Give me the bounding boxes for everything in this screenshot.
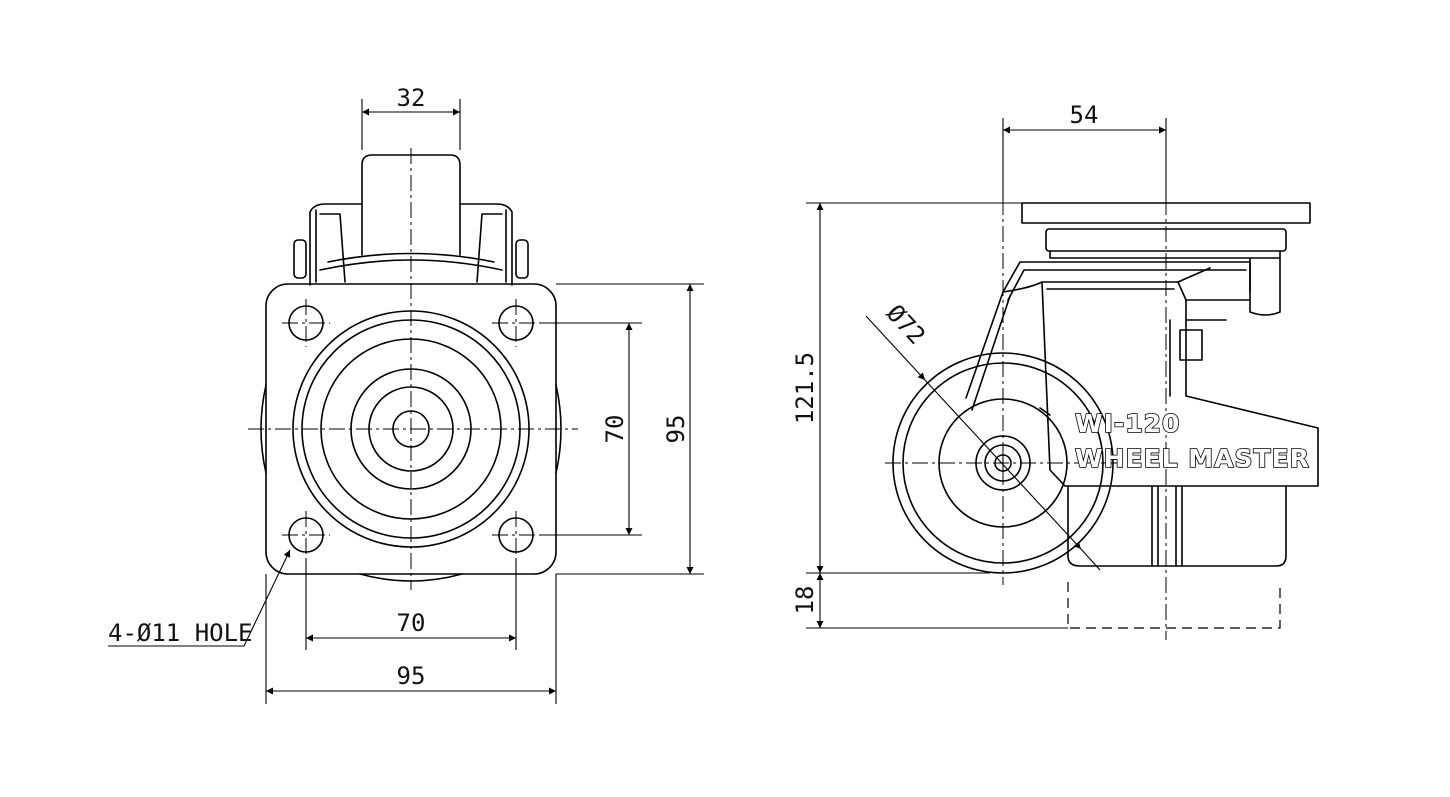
dim-bolt-spacing-horizontal: 70 [305, 559, 517, 650]
side-leveling-foot [1067, 485, 1287, 629]
dim-stem-width-label: 32 [397, 84, 426, 112]
dim-foot-height-label: 18 [791, 586, 819, 615]
dim-bolt-spacing-horizontal-label: 70 [397, 609, 426, 637]
dim-wheel-diameter: Ø72 [865, 299, 1101, 571]
dim-bolt-spacing-vertical: 70 [540, 322, 642, 536]
dim-plate-height-label: 95 [662, 415, 690, 444]
dim-top-plate-offset-label: 54 [1070, 101, 1099, 129]
side-fork-arm [965, 281, 1043, 411]
brand-label: WHEEL MASTER [1075, 444, 1310, 473]
dim-total-height: 121.5 [791, 202, 1022, 574]
dim-plate-width: 95 [265, 574, 557, 704]
dim-stem-width: 32 [361, 84, 461, 150]
dim-plate-width-label: 95 [397, 662, 426, 690]
dim-plate-height: 95 [556, 283, 704, 575]
dim-top-plate-offset: 54 [1002, 101, 1167, 200]
model-label: WI-120 [1075, 409, 1180, 438]
front-view: 32 70 95 70 95 4-Ø11 HOLE [108, 84, 704, 704]
bolt-holes [282, 299, 540, 559]
dim-foot-height: 18 [791, 573, 1068, 629]
hole-callout: 4-Ø11 HOLE [108, 549, 291, 647]
hole-callout-label: 4-Ø11 HOLE [108, 619, 253, 647]
dim-bolt-spacing-vertical-label: 70 [601, 415, 629, 444]
side-view: WI-120 WHEEL MASTER 54 121.5 18 Ø72 [791, 101, 1319, 640]
dim-wheel-diameter-label: Ø72 [881, 299, 931, 350]
front-bracket [293, 203, 529, 286]
dim-total-height-label: 121.5 [791, 352, 819, 424]
